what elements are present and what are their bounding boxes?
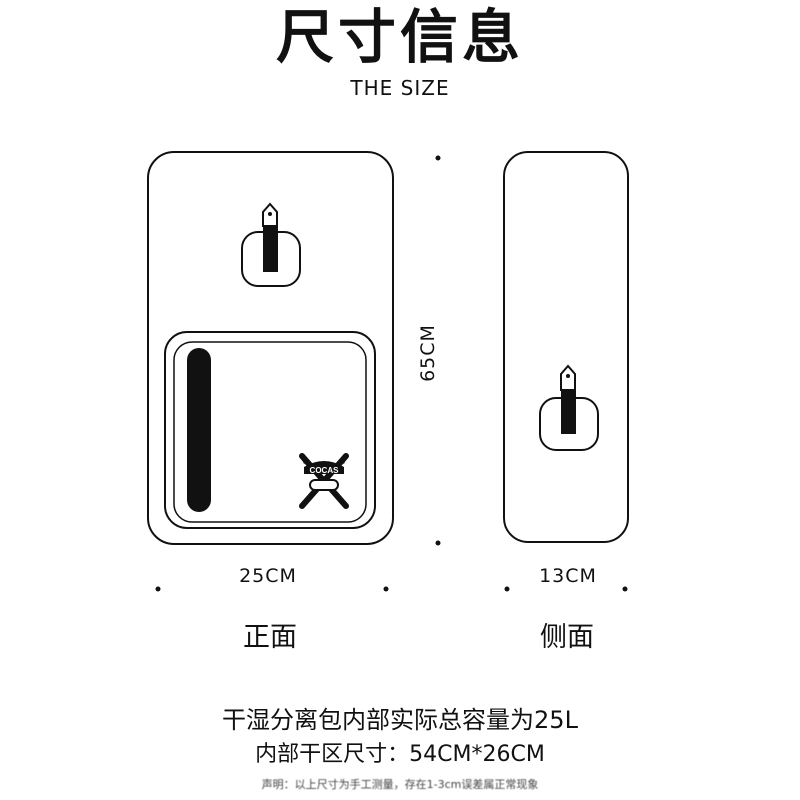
capacity-info: 干湿分离包内部实际总容量为25L: [222, 706, 578, 734]
side-view-label: 侧面: [540, 622, 594, 653]
side-bag-outline: [503, 151, 629, 543]
front-view: COCAS: [147, 151, 394, 545]
side-view: [503, 151, 629, 543]
side-width-marker-right: [622, 586, 628, 592]
front-zipper: [187, 348, 211, 512]
front-width-dimension: 25CM: [239, 565, 297, 587]
front-view-label: 正面: [243, 622, 297, 653]
side-width-dimension: 13CM: [539, 565, 597, 587]
front-strap: [263, 222, 278, 272]
height-marker-bottom: [435, 540, 441, 546]
height-marker-top: [435, 155, 441, 161]
logo-text: COCAS: [310, 466, 340, 475]
front-width-marker-left: [155, 586, 161, 592]
front-width-marker-right: [383, 586, 389, 592]
page-subtitle: THE SIZE: [350, 76, 450, 100]
side-width-marker-left: [504, 586, 510, 592]
side-strap: [561, 386, 576, 434]
page-title: 尺寸信息: [275, 3, 524, 71]
front-pocket-inner: [173, 341, 367, 523]
disclaimer: 声明：以上尺寸为手工测量，存在1-3cm误差属正常现象: [261, 778, 539, 791]
height-dimension: 65CM: [417, 324, 439, 382]
dry-area-info: 内部干区尺寸：54CM*26CM: [255, 742, 545, 767]
cocas-logo: COCAS: [299, 453, 349, 509]
